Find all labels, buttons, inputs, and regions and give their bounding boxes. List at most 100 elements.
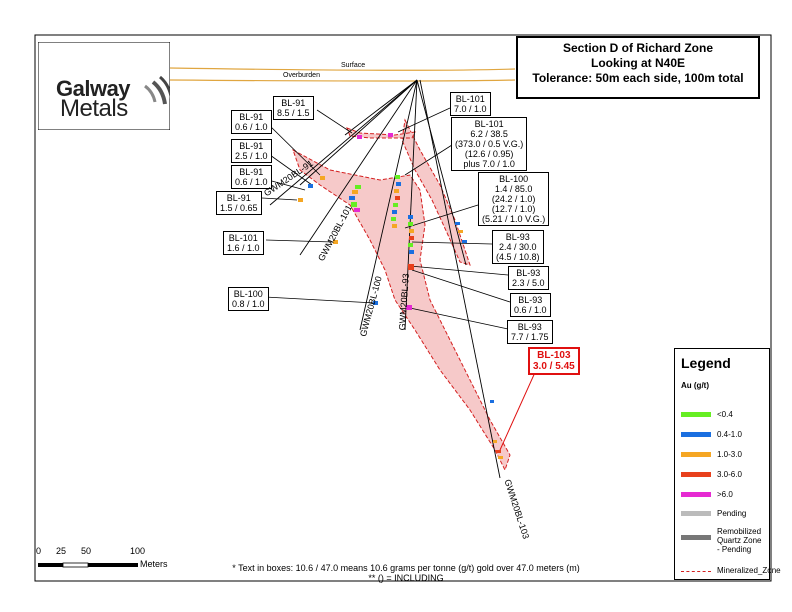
title-line1: Section D of Richard Zone xyxy=(562,41,713,55)
callout-hole: BL-101 xyxy=(455,94,485,104)
hole-bl103 xyxy=(419,79,501,479)
legend-label: Pending xyxy=(717,509,747,518)
callout-hole: BL-101 xyxy=(228,233,258,243)
mineralized-zone-main xyxy=(292,148,511,472)
callout-hole: BL-91 xyxy=(239,167,264,177)
callout-plus: plus 7.0 / 1.0 xyxy=(463,159,515,169)
callout-hole: BL-91 xyxy=(281,98,306,108)
legend-swatch xyxy=(681,412,711,417)
callout-including: (24.2 / 1.0) xyxy=(491,194,536,204)
callout-hole: BL-93 xyxy=(505,232,530,242)
callout-value: 1.6 / 1.0 xyxy=(227,243,260,253)
callout-bl91-c: BL-91 2.5 / 1.0 xyxy=(231,139,272,163)
legend-swatch xyxy=(681,492,711,497)
callout-bl93-a: BL-93 2.4 / 30.0 (4.5 / 10.8) xyxy=(492,230,544,264)
overburden-label: Overburden xyxy=(283,72,320,79)
callout-hole: BL-91 xyxy=(239,112,264,122)
legend-item-pending: Pending xyxy=(681,509,746,518)
scale-unit: Meters xyxy=(140,559,168,569)
callout-value: 8.5 / 1.5 xyxy=(277,108,310,118)
callout-value: 7.7 / 1.75 xyxy=(511,332,549,342)
hole-bl100 xyxy=(359,79,418,331)
callout-value: 1.4 / 85.0 xyxy=(494,184,533,194)
legend-item-gt60: >6.0 xyxy=(681,490,733,499)
legend-item-04-10: 0.4-1.0 xyxy=(681,430,742,439)
callout-including: (5.21 / 1.0 V.G.) xyxy=(482,214,546,224)
callout-bl101-c: BL-101 6.2 / 38.5 (373.0 / 0.5 V.G.) (12… xyxy=(451,117,528,171)
callout-bl101-a: BL-101 1.6 / 1.0 xyxy=(223,231,264,255)
hole-bl93 xyxy=(404,79,418,331)
callout-bl100-b: BL-100 1.4 / 85.0 (24.2 / 1.0) (12.7 / 1… xyxy=(478,172,550,226)
surface-label: Surface xyxy=(341,62,366,69)
assay-ticks xyxy=(298,133,503,459)
callout-including: (12.6 / 0.95) xyxy=(464,149,514,159)
callout-including: (4.5 / 10.8) xyxy=(496,252,540,262)
callout-hole: BL-100 xyxy=(499,174,529,184)
scale-tick-0: 0 xyxy=(36,546,42,556)
footnote-line2: ** () = INCLUDING xyxy=(368,573,444,583)
legend-label: Mineralized_Zone xyxy=(717,566,781,575)
legend-title: Legend xyxy=(681,355,731,371)
callout-including: (12.7 / 1.0) xyxy=(491,204,536,214)
callout-bl91-a: BL-91 8.5 / 1.5 xyxy=(273,96,314,120)
overburden-line xyxy=(169,79,516,82)
drill-holes xyxy=(269,79,501,479)
callout-including: (373.0 / 0.5 V.G.) xyxy=(455,139,524,149)
callout-value: 0.6 / 1.0 xyxy=(235,122,268,132)
legend-swatch xyxy=(681,535,711,540)
callout-value: 2.5 / 1.0 xyxy=(235,151,268,161)
map-frame xyxy=(34,34,772,582)
callout-value: 1.5 / 0.65 xyxy=(220,203,258,213)
callout-hole: BL-91 xyxy=(239,141,264,151)
callout-bl100-a: BL-100 0.8 / 1.0 xyxy=(228,287,269,311)
callout-value: 6.2 / 38.5 xyxy=(470,129,508,139)
legend-label: 1.0-3.0 xyxy=(717,450,742,459)
callout-value: 2.4 / 30.0 xyxy=(499,242,537,252)
legend-swatch xyxy=(681,432,711,437)
callout-bl103: BL-103 3.0 / 5.45 xyxy=(528,347,580,375)
galway-logo: Galway Metals xyxy=(37,41,174,131)
legend-swatch xyxy=(681,511,711,516)
callout-bl101-b: BL-101 7.0 / 1.0 xyxy=(450,92,491,116)
legend-item-10-30: 1.0-3.0 xyxy=(681,450,742,459)
leader-lines xyxy=(261,107,538,451)
logo-word-galway: Galway xyxy=(56,76,131,101)
footnote: * Text in boxes: 10.6 / 47.0 means 10.6 … xyxy=(196,563,616,583)
logo-word-metals: Metals xyxy=(60,95,128,122)
callout-value: 0.6 / 1.0 xyxy=(235,177,268,187)
callout-bl93-b: BL-93 2.3 / 5.0 xyxy=(508,266,549,290)
mineralized-zone-top xyxy=(346,127,416,139)
title-line3: Tolerance: 50m each side, 100m total xyxy=(532,71,744,85)
footnote-line1: * Text in boxes: 10.6 / 47.0 means 10.6 … xyxy=(232,563,580,573)
legend-item-remobilized: Remobilized Quartz Zone - Pending xyxy=(681,527,765,554)
hole-aux3 xyxy=(416,79,467,266)
callout-value: 2.3 / 5.0 xyxy=(512,278,545,288)
scale-bar-graphic xyxy=(38,562,138,568)
callout-value: 0.8 / 1.0 xyxy=(232,299,265,309)
callout-hole: BL-93 xyxy=(516,268,541,278)
legend-item-30-60: 3.0-6.0 xyxy=(681,470,742,479)
title-line2: Looking at N40E xyxy=(590,56,685,70)
title-box: Section D of Richard Zone Looking at N40… xyxy=(516,36,760,99)
callout-bl91-e: BL-91 1.5 / 0.65 xyxy=(216,191,262,215)
callout-bl93-c: BL-93 0.6 / 1.0 xyxy=(510,293,551,317)
callout-value: 0.6 / 1.0 xyxy=(514,305,547,315)
callout-hole: BL-93 xyxy=(518,295,543,305)
callout-hole: BL-91 xyxy=(226,193,251,203)
callout-value: 3.0 / 5.45 xyxy=(533,361,575,372)
scale-tick-25: 25 xyxy=(56,546,67,556)
legend-label: 0.4-1.0 xyxy=(717,430,742,439)
hole-bl91 xyxy=(269,79,418,206)
callout-hole: BL-103 xyxy=(537,350,571,361)
callout-hole: BL-93 xyxy=(517,322,542,332)
callout-bl93-d: BL-93 7.7 / 1.75 xyxy=(507,320,553,344)
callout-value: 7.0 / 1.0 xyxy=(454,104,487,114)
surface-line xyxy=(169,67,516,71)
callout-hole: BL-101 xyxy=(474,119,504,129)
legend-swatch xyxy=(681,571,711,572)
legend-swatch xyxy=(681,452,711,457)
legend-label: <0.4 xyxy=(717,410,733,419)
callout-bl91-d: BL-91 0.6 / 1.0 xyxy=(231,165,272,189)
hole-aux1 xyxy=(299,79,418,186)
